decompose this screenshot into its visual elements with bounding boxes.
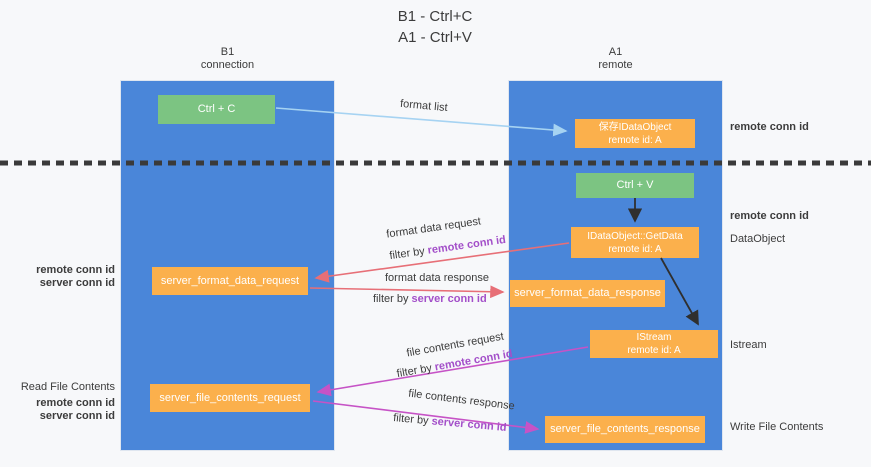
node-istream: IStream remote id: A [590,330,718,358]
lane-a1-title: A1 [608,46,623,58]
lane-b1-title: B1 [220,46,235,58]
node-ctrl-c-label: Ctrl + C [197,103,236,115]
right-label-write-file-contents: Write File Contents [730,421,824,433]
left-label-server-conn-id-2: server conn id [39,410,115,422]
edge-label-filter-server-2: filter by server conn id [393,412,507,434]
filter-by-text: filter by [392,412,433,428]
node-ctrl-v-label: Ctrl + V [616,179,654,191]
left-label-remote-conn-id-2: remote conn id [36,397,115,409]
node-save-idataobject: 保存IDataObject remote id: A [575,119,695,148]
node-server-file-contents-response: server_file_contents_response [545,416,705,443]
edge-label-filter-remote-1: filter by remote conn id [389,234,507,262]
node-istream-line2: remote id: A [627,345,681,356]
edge-label-file-contents-response: file contents response [407,387,516,413]
left-label-remote-conn-id-1: remote conn id [36,264,115,276]
node-save-idataobject-line1: 保存IDataObject [598,121,672,133]
right-label-dataobject: DataObject [730,233,786,245]
left-label-server-conn-id-1: server conn id [39,277,115,289]
lane-header-a1: A1 remote [508,46,723,72]
node-server-file-contents-request-label: server_file_contents_request [159,391,301,404]
filter-by-text: filter by [373,293,412,305]
right-label-remote-conn-id-1: remote conn id [730,121,809,133]
edge-label-format-data-response: format data response [385,272,489,284]
node-getdata-line1: IDataObject::GetData [587,230,683,242]
filter-by-text: filter by [395,361,436,381]
node-server-format-data-response: server_format_data_response [510,280,665,307]
diagram-title: B1 - Ctrl+C A1 - Ctrl+V [295,6,575,48]
node-idataobject-getdata: IDataObject::GetData remote id: A [571,227,699,258]
node-server-file-contents-request: server_file_contents_request [150,384,310,412]
node-server-file-contents-response-label: server_file_contents_response [550,423,700,435]
node-istream-line1: IStream [636,332,672,343]
arrow-format-data-response [309,285,505,299]
node-server-format-data-request: server_format_data_request [152,267,308,295]
node-server-format-data-response-label: server_format_data_response [514,287,661,299]
node-ctrl-c: Ctrl + C [158,95,275,124]
node-ctrl-v: Ctrl + V [576,173,694,198]
edge-label-filter-server-1: filter by server conn id [373,293,487,305]
edge-label-format-list: format list [399,97,449,115]
node-getdata-line2: remote id: A [608,243,662,255]
title-line-ctrl-c: B1 - Ctrl+C [397,8,473,25]
title-line-ctrl-v: A1 - Ctrl+V [398,29,472,46]
right-label-istream: Istream [730,339,767,351]
right-label-remote-conn-id-2: remote conn id [730,210,809,222]
lane-b1-subtitle: connection [200,59,255,71]
lane-header-b1: B1 connection [120,46,335,72]
remote-conn-id-keyword: remote conn id [426,233,507,257]
node-save-idataobject-line2: remote id: A [608,134,662,146]
lane-a1-subtitle: remote [598,59,633,71]
server-conn-id-keyword: server conn id [431,415,508,434]
left-label-read-file-contents: Read File Contents [20,381,115,393]
node-server-format-data-request-label: server_format_data_request [160,274,300,287]
filter-by-text: filter by [388,244,429,263]
server-conn-id-keyword: server conn id [411,293,487,305]
edge-label-format-data-request: format data request [385,215,482,241]
